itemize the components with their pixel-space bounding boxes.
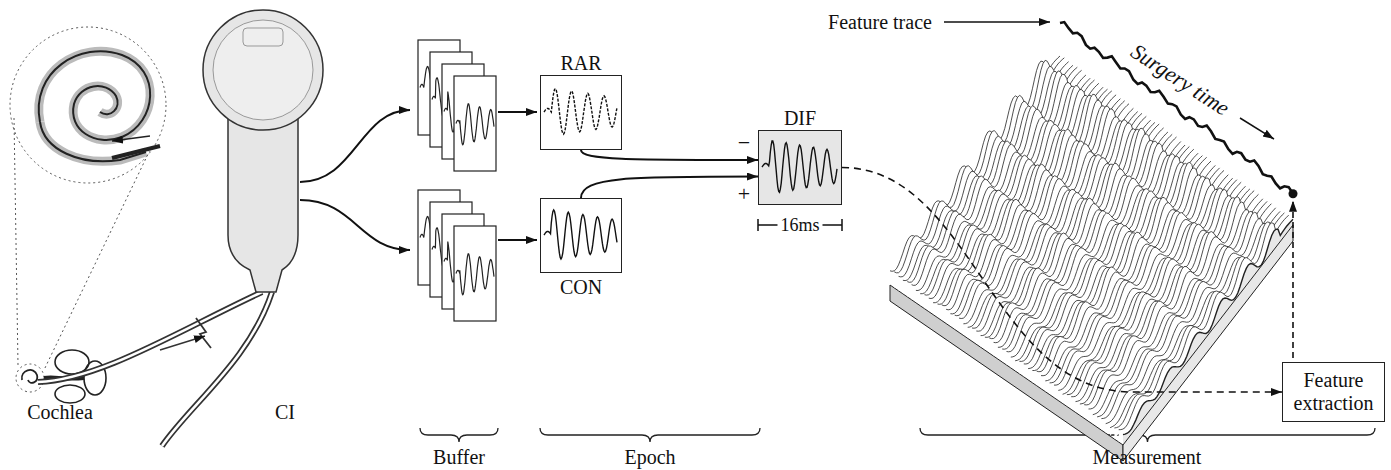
buffer-frame (454, 76, 496, 171)
illustration-stroke (162, 292, 272, 446)
illustration-stroke (498, 111, 537, 113)
waveform-line (544, 210, 617, 259)
group-bracket (540, 428, 760, 442)
cochlea-illustration (10, 27, 166, 403)
illustration-stroke (22, 370, 37, 383)
illustration-stroke (498, 239, 537, 241)
process-box: Feature extraction (1282, 362, 1385, 422)
box-heading: RAR (560, 52, 601, 74)
callout-label: Feature trace (828, 11, 932, 33)
illustration-stroke (55, 385, 85, 403)
box-label: Feature extraction (1291, 369, 1376, 415)
group-label: Epoch (624, 446, 675, 468)
implant-illustration (38, 10, 410, 446)
waveform (759, 131, 840, 203)
illustration-stroke (112, 136, 150, 141)
epoch-box: CON (540, 198, 622, 273)
box-heading: CON (560, 276, 602, 298)
illustration-stroke (112, 146, 160, 158)
illustration-stroke (213, 20, 313, 120)
illustration-stroke (1240, 118, 1274, 139)
slice-wave (1119, 215, 1289, 430)
buffer-frame (454, 226, 496, 321)
box-heading: DIF (784, 107, 816, 129)
illustration-stroke (300, 200, 410, 250)
group-label: Measurement (1093, 446, 1202, 468)
illustration-stroke (16, 364, 44, 392)
buffer-wave (456, 104, 494, 145)
edge-label: + (735, 183, 753, 205)
illustration-stroke (944, 21, 1050, 23)
illustration-stroke (228, 112, 298, 292)
trace-end-dot (1289, 189, 1298, 198)
dimension-label: 16ms (777, 214, 822, 236)
connector-arrow (581, 150, 758, 160)
illustration-stroke (160, 336, 205, 350)
illustration-stroke (162, 292, 272, 446)
difference-box: DIF (758, 130, 842, 205)
waveform (541, 76, 620, 148)
illustration-stroke (196, 318, 211, 348)
feature-trace (1060, 22, 1293, 194)
group-bracket (420, 428, 498, 442)
illustration-stroke (14, 118, 18, 365)
slice-wave (1123, 219, 1293, 434)
slice-wave (1101, 204, 1271, 419)
box-content: Feature extraction (1283, 363, 1384, 421)
illustration-stroke (203, 10, 323, 130)
slice-wave (1114, 213, 1284, 428)
waveform (541, 199, 620, 271)
slice-wave (1110, 211, 1280, 427)
group-label: Buffer (433, 446, 485, 468)
illustration-stroke (243, 28, 283, 46)
feature-arrow (1292, 201, 1294, 358)
illustration-stroke (300, 110, 410, 182)
waveform-line (544, 89, 617, 135)
slice-wave (1106, 208, 1276, 424)
illustration-stroke (44, 150, 150, 370)
slice-fill (1123, 219, 1293, 445)
illustration-stroke (10, 27, 166, 183)
waveform-line (762, 141, 837, 192)
illustration-stroke (55, 350, 89, 374)
axis-label: Surgery time (1127, 40, 1233, 120)
connector-arrow (842, 168, 1282, 393)
part-name: CI (275, 401, 295, 423)
illustration-stroke (39, 51, 150, 140)
buffer-wave (456, 254, 494, 295)
connector-arrow (581, 177, 758, 199)
plot-base-front (1123, 225, 1293, 461)
edge-label: − (735, 132, 753, 154)
illustration-stroke (39, 51, 150, 140)
part-name: Cochlea (27, 401, 93, 423)
epoch-box: RAR (540, 75, 622, 150)
